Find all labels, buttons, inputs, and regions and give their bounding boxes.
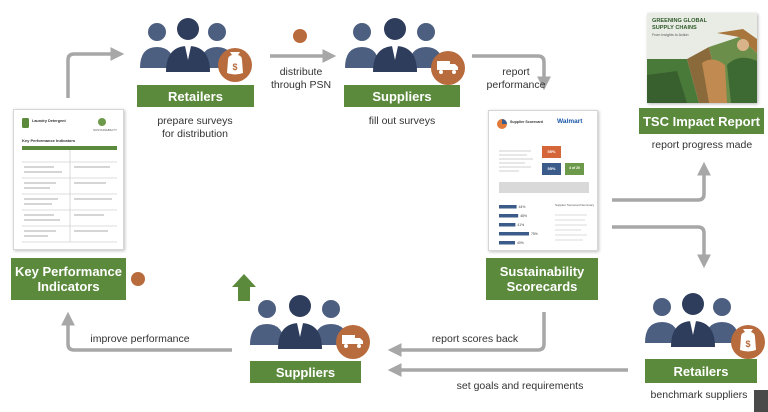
caption-distribute: distribute through PSN — [270, 66, 332, 91]
scorecard-bar — [499, 214, 519, 218]
caption-set-goals: set goals and requirements — [456, 380, 584, 392]
delivery-truck-icon — [437, 61, 458, 74]
kpi-doc-org: Laundry Detergent — [32, 119, 66, 123]
scorecard-doc-box1: 55% — [547, 149, 556, 154]
caption-report-progress: report progress made — [651, 139, 753, 151]
caption-improve: improve performance — [90, 333, 190, 345]
kpi-document-thumbnail: Laundry Detergent SUSTAINABILITY Key Per… — [13, 109, 124, 250]
kpi-document-graphics — [22, 118, 117, 243]
suppliers-top-people-icon — [345, 18, 465, 85]
edge-bar — [754, 390, 768, 412]
svg-text:$: $ — [745, 339, 750, 349]
retailers-bottom-people-icon: $ — [645, 293, 765, 359]
scorecard-doc-title: Supplier Scorecard — [510, 120, 543, 124]
step-marker-dot — [293, 29, 307, 43]
scorecard-bar-label: 41% — [517, 223, 524, 227]
money-bag-icon: $ — [740, 329, 756, 352]
scorecard-bar-label: 75% — [531, 232, 538, 236]
kpi-doc-brand: SUSTAINABILITY — [93, 128, 117, 132]
money-bag-icon: $ — [227, 52, 243, 75]
scorecard-doc-brand: Walmart — [557, 118, 583, 125]
sustainability-scorecards-label: Sustainability Scorecards — [486, 258, 598, 300]
arrow-scores-to-suppliers — [387, 312, 546, 357]
kpi-label: Key Performance Indicators — [11, 258, 126, 300]
report-cover-subtitle: From Insights to Action — [652, 33, 689, 37]
arrow-suppliers-to-scorecard — [472, 54, 551, 91]
arrow-scorecard-to-retailers — [612, 225, 711, 269]
scorecard-bar-label: 48% — [520, 214, 527, 218]
caption-fill-out: fill out surveys — [368, 115, 436, 127]
suppliers-bottom-people-icon — [250, 295, 370, 359]
suppliers-bottom-label: Suppliers — [250, 361, 361, 383]
caption-prepare-surveys: prepare surveys for distribution — [157, 115, 233, 140]
retailers-top-label: Retailers — [137, 85, 254, 107]
kpi-doc-section: Key Performance Indicators — [22, 138, 76, 143]
report-cover-title: GREENING GLOBAL SUPPLY CHAINS — [652, 18, 707, 31]
scorecard-document-graphics: 44% 48% 41% 75% 40% — [497, 119, 589, 245]
tsc-report-cover: GREENING GLOBAL SUPPLY CHAINS From Insig… — [647, 13, 757, 103]
caption-report-scores: report scores back — [431, 333, 519, 345]
report-cover-photos — [647, 13, 757, 103]
retailers-top-people-icon: $ — [140, 18, 252, 82]
scorecard-bar-label: 44% — [519, 205, 526, 209]
up-arrow-icon — [232, 274, 256, 301]
scorecard-bar — [499, 232, 529, 236]
arrow-scorecard-to-tsc — [612, 161, 711, 202]
arrow-kpi-to-retailers — [66, 47, 125, 98]
caption-benchmark: benchmark suppliers — [650, 389, 748, 401]
retailers-bottom-label: Retailers — [645, 359, 757, 383]
step-marker-dot — [131, 272, 145, 286]
scorecard-document-thumbnail: 44% 48% 41% 75% 40% Supplier Scorecard Walma… — [488, 110, 598, 251]
caption-report-performance: report performance — [486, 66, 546, 91]
scorecard-bar — [499, 205, 517, 209]
scorecard-doc-box2: 55% — [547, 166, 556, 171]
delivery-truck-icon — [342, 335, 363, 348]
svg-text:$: $ — [232, 62, 237, 72]
suppliers-top-label: Suppliers — [344, 85, 460, 107]
scorecard-doc-box3: 4 of 20 — [569, 166, 580, 170]
arrow-suppliers-to-kpi — [61, 311, 232, 352]
scorecard-bar — [499, 223, 516, 227]
tsc-impact-report-label: TSC Impact Report — [639, 108, 764, 134]
scorecard-bar — [499, 241, 515, 245]
scorecard-bar-label: 40% — [517, 241, 524, 245]
scorecard-doc-bars-title: Supplier Scorecard Summary — [555, 203, 595, 207]
